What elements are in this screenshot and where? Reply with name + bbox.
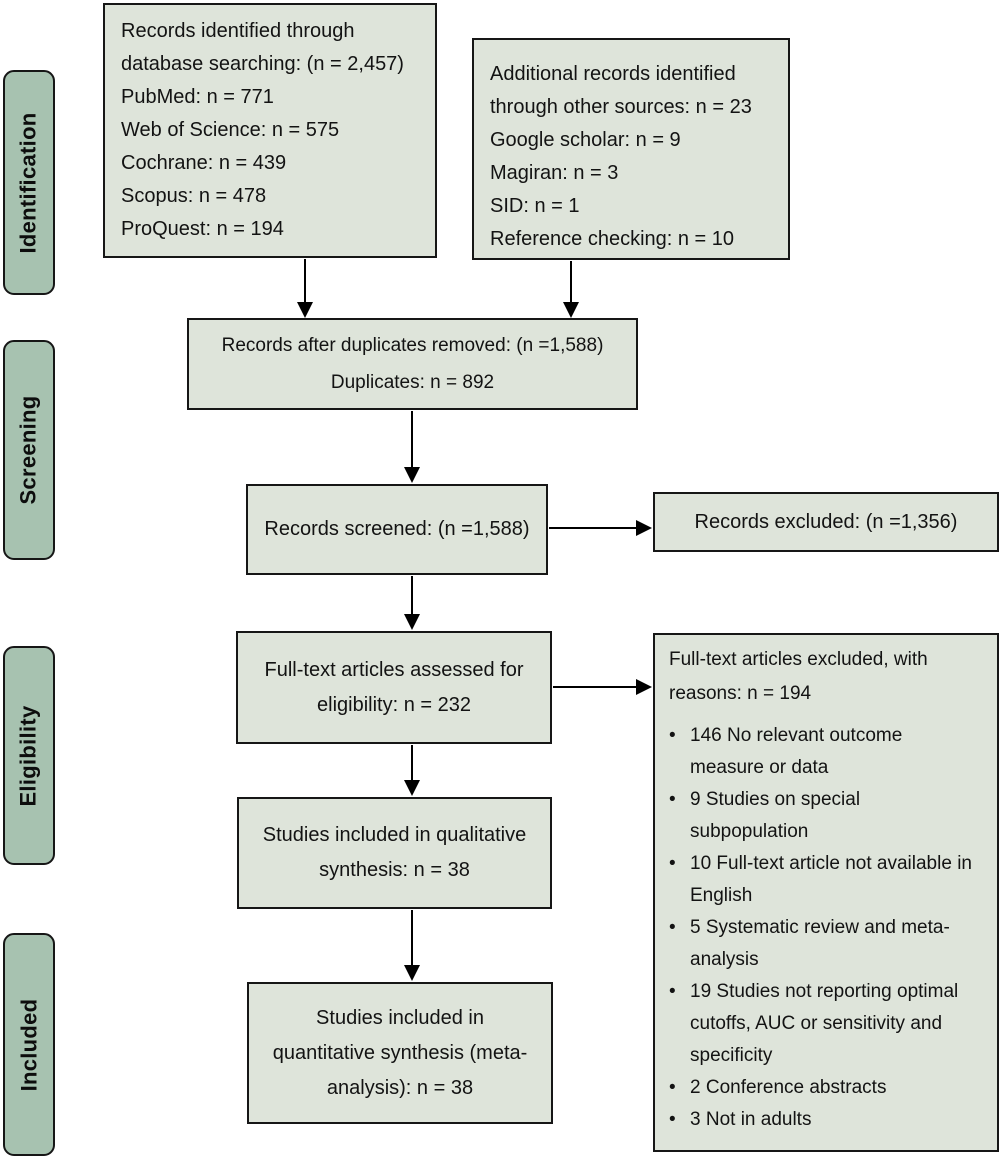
bullet-icon: • xyxy=(669,1109,676,1130)
exclusion-reason-item: • 3 Not in adults xyxy=(669,1104,983,1136)
bullet-icon: • xyxy=(669,981,676,1002)
bullet-icon: • xyxy=(669,725,676,746)
box-records-identified: Records identified through database sear… xyxy=(103,3,437,258)
exclusion-reason-text: 19 Studies not reporting optimal cutoffs… xyxy=(690,981,959,1066)
box-records-identified-line: ProQuest: n = 194 xyxy=(121,218,284,240)
stage-identification: Identification xyxy=(3,70,55,295)
exclusion-reason-text: 5 Systematic review and meta-analysis xyxy=(690,917,950,970)
box-additional-records-line: Additional records identified xyxy=(490,63,736,85)
exclusion-reason-text: 146 No relevant outcome measure or data xyxy=(690,725,903,778)
box-duplicates-removed-line2: Duplicates: n = 892 xyxy=(330,372,495,393)
box-fulltext-assessed: Full-text articles assessed for eligibil… xyxy=(236,631,552,744)
box-additional-records: Additional records identified through ot… xyxy=(472,38,790,260)
arrow-identified-to-duplicates-icon xyxy=(297,259,313,318)
box-additional-records-line: Google scholar: n = 9 xyxy=(490,129,681,151)
box-additional-records-line: through other sources: n = 23 xyxy=(490,96,752,118)
box-records-identified-line: Web of Science: n = 575 xyxy=(121,119,340,141)
box-qualitative-synthesis: Studies included in qualitative synthesi… xyxy=(237,797,552,909)
arrow-additional-to-duplicates-icon xyxy=(563,261,579,318)
arrow-fulltext-to-fulltext-excluded-icon xyxy=(553,679,652,695)
stage-eligibility-label: Eligibility xyxy=(16,704,41,807)
exclusion-reason-item: • 5 Systematic review and meta-analysis xyxy=(669,912,983,976)
exclusion-reason-list: • 146 No relevant outcome measure or dat… xyxy=(669,720,983,1136)
stage-eligibility: Eligibility xyxy=(3,646,55,865)
box-records-screened-text: Records screened: (n =1,588) xyxy=(264,518,530,540)
box-duplicates-removed: Records after duplicates removed: (n =1,… xyxy=(187,318,638,410)
bullet-icon: • xyxy=(669,917,676,938)
exclusion-reason-item: • 19 Studies not reporting optimal cutof… xyxy=(669,976,983,1072)
box-fulltext-excluded: Full-text articles excluded, with reason… xyxy=(653,633,999,1152)
box-quantitative-synthesis-text: Studies included in quantitative synthes… xyxy=(272,1006,528,1099)
exclusion-reason-text: 2 Conference abstracts xyxy=(690,1077,887,1098)
exclusion-reason-text: 3 Not in adults xyxy=(690,1109,812,1130)
box-records-excluded: Records excluded: (n =1,356) xyxy=(653,492,999,552)
exclusion-reason-text: 10 Full-text article not available in En… xyxy=(690,853,972,906)
arrow-fulltext-to-qualitative-icon xyxy=(404,745,420,796)
exclusion-reason-text: 9 Studies on special subpopulation xyxy=(690,789,861,842)
box-duplicates-removed-line1: Records after duplicates removed: (n =1,… xyxy=(221,335,604,356)
arrow-screened-to-fulltext-icon xyxy=(404,576,420,630)
stage-screening: Screening xyxy=(3,340,55,560)
box-additional-records-line: SID: n = 1 xyxy=(490,195,580,217)
box-fulltext-assessed-text: Full-text articles assessed for eligibil… xyxy=(264,658,524,716)
arrow-screened-to-excluded-icon xyxy=(549,520,652,536)
bullet-icon: • xyxy=(669,789,676,810)
box-records-identified-line: Cochrane: n = 439 xyxy=(121,152,287,174)
exclusion-reason-item: • 2 Conference abstracts xyxy=(669,1072,983,1104)
exclusion-reason-item: • 146 No relevant outcome measure or dat… xyxy=(669,720,983,784)
bullet-icon: • xyxy=(669,1077,676,1098)
box-fulltext-excluded-header1: Full-text articles excluded, with xyxy=(669,649,928,670)
box-additional-records-line: Magiran: n = 3 xyxy=(490,162,619,184)
box-records-excluded-text: Records excluded: (n =1,356) xyxy=(694,510,958,533)
arrow-duplicates-to-screened-icon xyxy=(404,411,420,483)
arrow-qualitative-to-quantitative-icon xyxy=(404,910,420,981)
box-qualitative-synthesis-text: Studies included in qualitative synthesi… xyxy=(262,824,527,881)
box-records-identified-line: Scopus: n = 478 xyxy=(121,185,267,207)
stage-included-label: Included xyxy=(16,998,42,1091)
exclusion-reason-item: • 9 Studies on special subpopulation xyxy=(669,784,983,848)
stage-identification-label: Identification xyxy=(16,111,41,254)
box-records-identified-line: PubMed: n = 771 xyxy=(121,86,274,108)
exclusion-reason-item: • 10 Full-text article not available in … xyxy=(669,848,983,912)
stage-included: Included xyxy=(3,933,55,1156)
box-fulltext-excluded-header2: reasons: n = 194 xyxy=(669,683,812,704)
box-records-identified-line: database searching: (n = 2,457) xyxy=(121,53,404,75)
bullet-icon: • xyxy=(669,853,676,874)
box-additional-records-line: Reference checking: n = 10 xyxy=(490,228,735,250)
box-records-screened: Records screened: (n =1,588) xyxy=(246,484,548,575)
box-records-identified-line: Records identified through xyxy=(121,20,355,42)
stage-screening-label: Screening xyxy=(16,395,42,505)
box-quantitative-synthesis: Studies included in quantitative synthes… xyxy=(247,982,553,1124)
